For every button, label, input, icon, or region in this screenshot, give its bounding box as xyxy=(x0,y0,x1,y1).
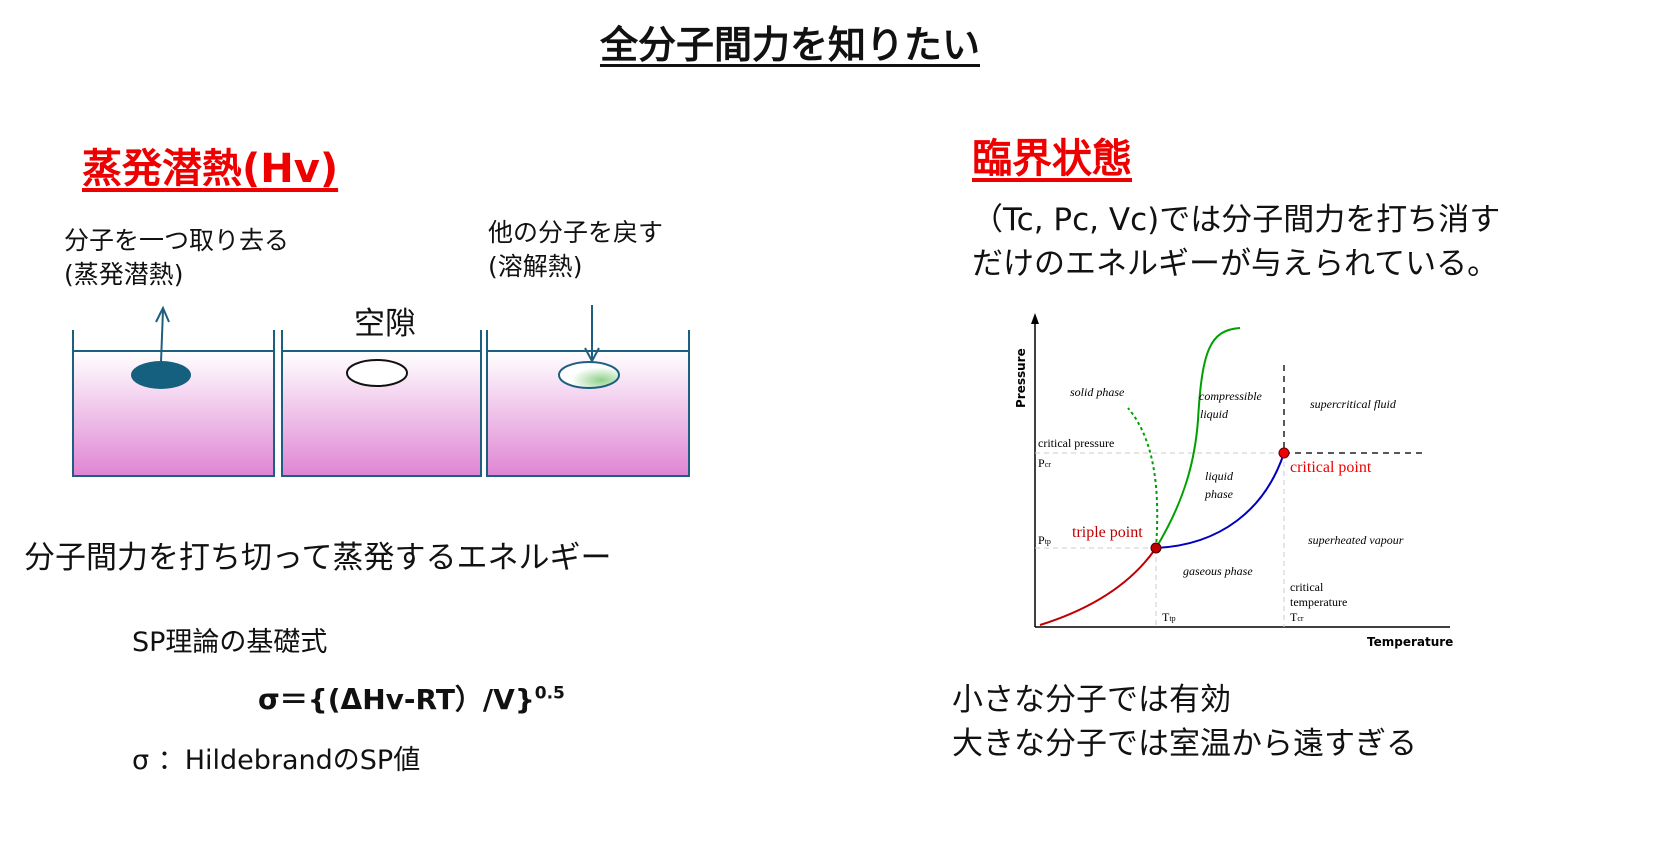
melting-curve xyxy=(1155,327,1241,549)
critical-state-description: （Tc, Pc, Vc)では分子間力を打ち消すだけのエネルギーが与えられている。 xyxy=(972,198,1500,286)
latent-heat-description: 分子間力を打ち切って蒸発するエネルギー xyxy=(24,540,612,576)
reference-lines xyxy=(1035,452,1285,627)
return-molecule-label: 他の分子を戻す (溶解熱) xyxy=(488,216,663,284)
label-gaseous: gaseous phase xyxy=(1183,564,1253,578)
molecule-icon xyxy=(131,361,191,389)
label-liquid-2: phase xyxy=(1204,487,1234,501)
heading-latent-heat: 蒸発潜熱(Hv) xyxy=(82,146,339,192)
label-critical-point: critical point xyxy=(1290,459,1372,476)
return-label-line1: 他の分子を戻す xyxy=(488,218,664,247)
label-solid-phase: solid phase xyxy=(1070,385,1125,399)
anomalous-melting-curve xyxy=(1127,407,1159,549)
arrow-up-icon xyxy=(160,309,164,363)
molecule-graphics xyxy=(131,305,620,389)
label-ptp: Ptp xyxy=(1038,533,1051,547)
formula-exponent: 0.5 xyxy=(534,683,565,704)
label-compressible-2: liquid xyxy=(1200,407,1229,421)
label-liquid-1: liquid xyxy=(1205,469,1234,483)
y-axis-label: Pressure xyxy=(1014,348,1028,408)
x-axis-label: Temperature xyxy=(1367,635,1453,649)
label-ttp: Ttp xyxy=(1162,610,1176,624)
critical-point-marker xyxy=(1278,447,1290,459)
sigma-note: σ ：HildebrandのSP値 xyxy=(132,745,421,776)
heading-critical-state: 臨界状態 xyxy=(972,136,1132,182)
conclusion-line2: 大きな分子では室温から遠すぎる xyxy=(952,726,1417,762)
label-tcr: Tcr xyxy=(1290,610,1304,624)
remove-label-line1: 分子を一つ取り去る xyxy=(64,226,290,255)
container-return xyxy=(486,350,690,477)
label-critical-temp-2: temperature xyxy=(1290,595,1347,609)
formula-text: σ＝{(ΔHv-RT）/V} xyxy=(258,683,535,716)
conclusion-line1: 小さな分子では有効 xyxy=(952,682,1231,718)
remove-label-line2: (蒸発潜熱) xyxy=(64,260,184,289)
return-label-line2: (溶解熱) xyxy=(488,252,583,281)
triple-point-marker xyxy=(1150,542,1162,554)
desc-line2: だけのエネルギーが与えられている。 xyxy=(972,246,1499,282)
void-label: 空隙 xyxy=(354,306,416,342)
supercritical-boundary xyxy=(1283,365,1422,454)
molecule-return-icon xyxy=(558,361,620,389)
label-compressible-1: compressible xyxy=(1199,389,1263,403)
page-title: 全分子間力を知りたい xyxy=(599,23,980,67)
sp-formula: σ＝{(ΔHv-RT）/V}0.5 xyxy=(258,678,565,718)
label-critical-temp-1: critical xyxy=(1290,580,1324,594)
label-supercritical: supercritical fluid xyxy=(1310,397,1397,411)
label-triple-point: triple point xyxy=(1072,524,1143,541)
label-critical-pressure: critical pressure xyxy=(1038,436,1114,450)
sp-theory-heading: SP理論の基礎式 xyxy=(132,627,328,658)
sublimation-curve xyxy=(1039,547,1157,626)
label-superheated: superheated vapour xyxy=(1308,533,1404,547)
label-pcr: Pcr xyxy=(1038,456,1051,470)
void-icon xyxy=(346,359,408,387)
conclusion: 小さな分子では有効大きな分子では室温から遠すぎる xyxy=(952,678,1417,766)
vaporization-curve xyxy=(1155,452,1285,549)
desc-line1: （Tc, Pc, Vc)では分子間力を打ち消す xyxy=(972,202,1501,238)
remove-molecule-label: 分子を一つ取り去る (蒸発潜熱) xyxy=(64,224,289,292)
